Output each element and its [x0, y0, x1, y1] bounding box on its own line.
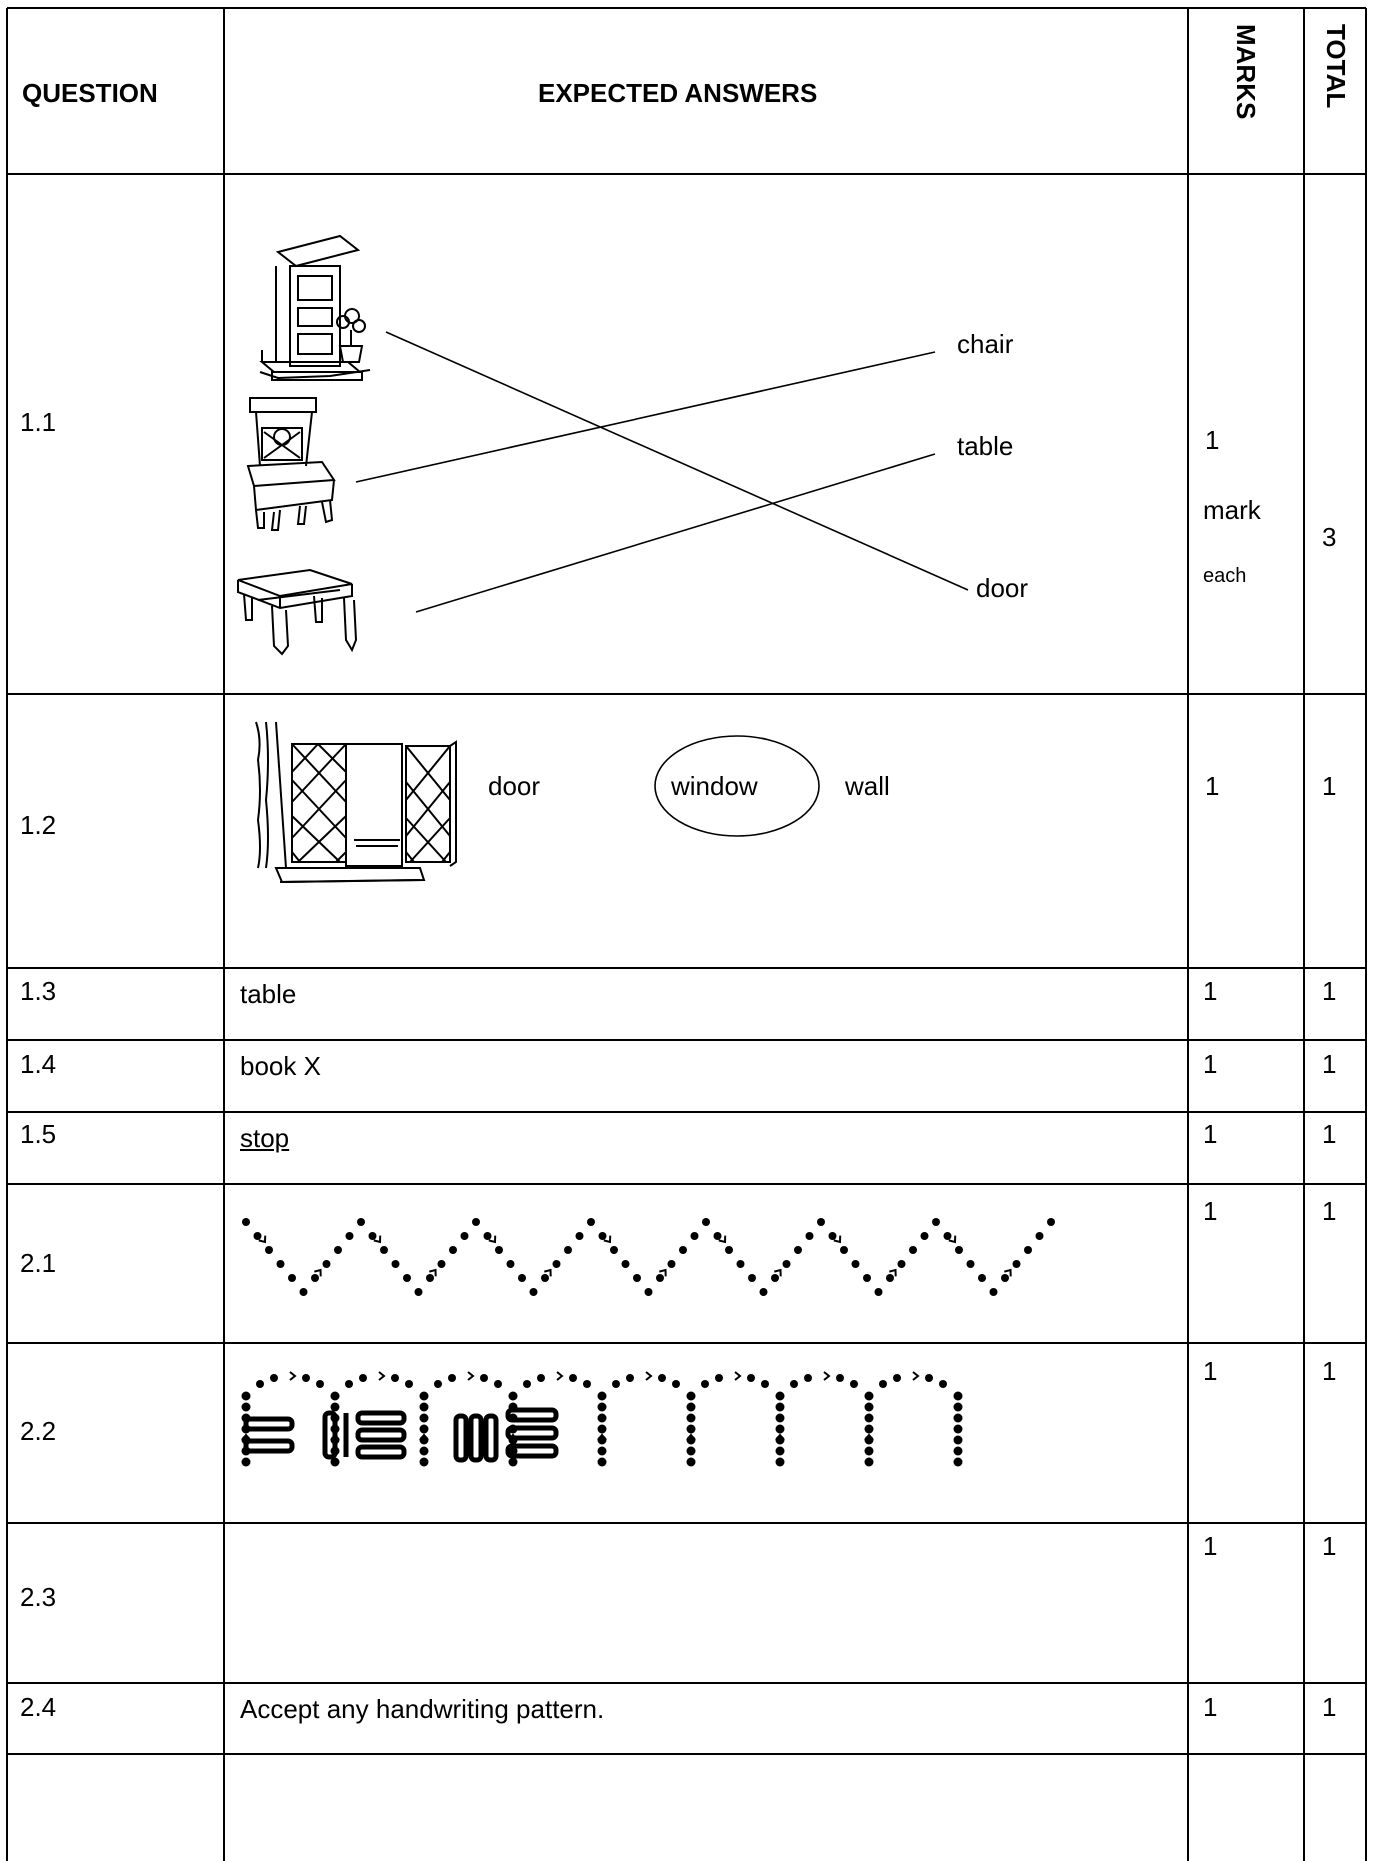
question-number: 2.3 [20, 1582, 57, 1612]
total-value: 1 [1322, 1692, 1337, 1722]
total-value: 1 [1322, 1196, 1337, 1226]
total-value: 1 [1322, 1049, 1337, 1079]
option-wall: wall [845, 771, 890, 801]
question-number: 2.4 [20, 1692, 57, 1722]
marks-value: 1 [1203, 1692, 1218, 1722]
door-picture [259, 234, 371, 381]
header-total: TOTAL [1321, 24, 1351, 109]
marks-value: 1 [1203, 976, 1218, 1006]
arches-pattern [241, 1371, 963, 1467]
marks-value: 1 [1205, 771, 1220, 801]
bars-pattern [243, 1407, 559, 1463]
header-expected-answers: EXPECTED ANSWERS [538, 78, 818, 108]
question-number: 2.1 [20, 1248, 57, 1278]
matching-lines [355, 331, 969, 613]
total-value: 1 [1322, 1356, 1337, 1386]
window-picture [255, 721, 457, 884]
option-window: window [671, 771, 758, 801]
option-door: door [488, 771, 541, 801]
chair-picture [246, 397, 336, 531]
marks-value: 1 [1203, 1356, 1218, 1386]
total-value: 1 [1322, 771, 1337, 801]
marks-value: 1 [1203, 1196, 1218, 1226]
match-word-door: door [976, 573, 1029, 603]
answer-circle [654, 735, 820, 837]
match-word-chair: chair [957, 329, 1014, 359]
marks-value: each [1203, 565, 1247, 587]
question-number: 1.4 [20, 1049, 57, 1079]
total-value: 1 [1322, 1119, 1337, 1149]
question-number: 2.2 [20, 1416, 57, 1446]
zigzag-pattern [242, 1218, 1055, 1296]
question-number: 1.5 [20, 1119, 57, 1149]
total-value: 3 [1322, 522, 1337, 552]
marks-value: 1 [1203, 1531, 1218, 1561]
answer-text: table [240, 979, 297, 1009]
table-picture [237, 568, 358, 656]
answer-text: book X [240, 1051, 321, 1081]
marks-value: 1 [1205, 425, 1220, 455]
question-number: 1.2 [20, 810, 57, 840]
header-marks: MARKS [1231, 24, 1261, 120]
marks-value: mark [1203, 495, 1261, 525]
question-number: 1.1 [20, 407, 57, 437]
marks-value: 1 [1203, 1119, 1218, 1149]
total-value: 1 [1322, 1531, 1337, 1561]
total-value: 1 [1322, 976, 1337, 1006]
question-number: 1.3 [20, 976, 57, 1006]
answer-text-underlined: stop [240, 1123, 290, 1153]
marks-value: 1 [1203, 1049, 1218, 1079]
header-question: QUESTION [22, 78, 158, 108]
answer-text: Accept any handwriting pattern. [240, 1694, 605, 1724]
match-word-table: table [957, 431, 1014, 461]
